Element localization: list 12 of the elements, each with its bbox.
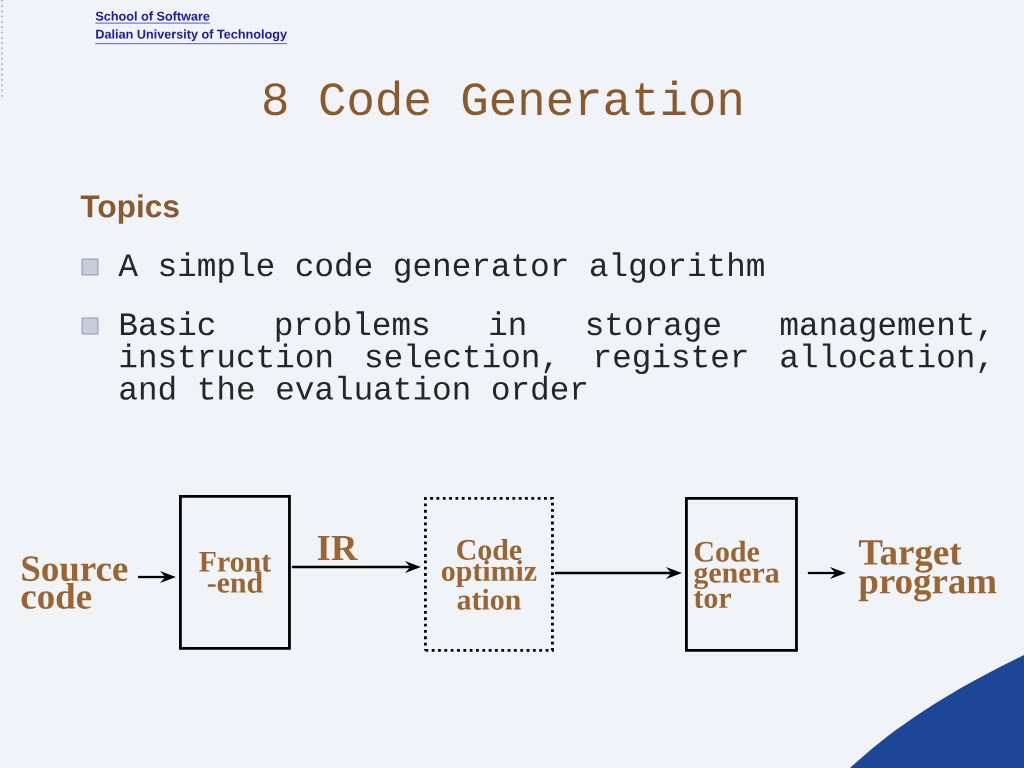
section-heading: Topics <box>80 194 179 224</box>
node-label: Target program <box>858 540 997 602</box>
bullet-text: Basic problems in storage management, instruction selection, register allocation, and the evaluation order <box>120 311 987 400</box>
process-box: Front -end <box>179 495 291 650</box>
slide-title: 8 Code Generation <box>264 80 741 116</box>
header-link: School of Software <box>95 11 211 24</box>
bullet-text: A simple code generator algorithm <box>118 252 764 283</box>
node-label: Source code <box>21 556 128 609</box>
process-box: Code genera tor <box>685 497 798 652</box>
edge-label: IR <box>317 535 358 561</box>
header-link: Dalian University of Technology <box>95 29 288 44</box>
process-box: Code optimiz ation <box>424 497 554 652</box>
